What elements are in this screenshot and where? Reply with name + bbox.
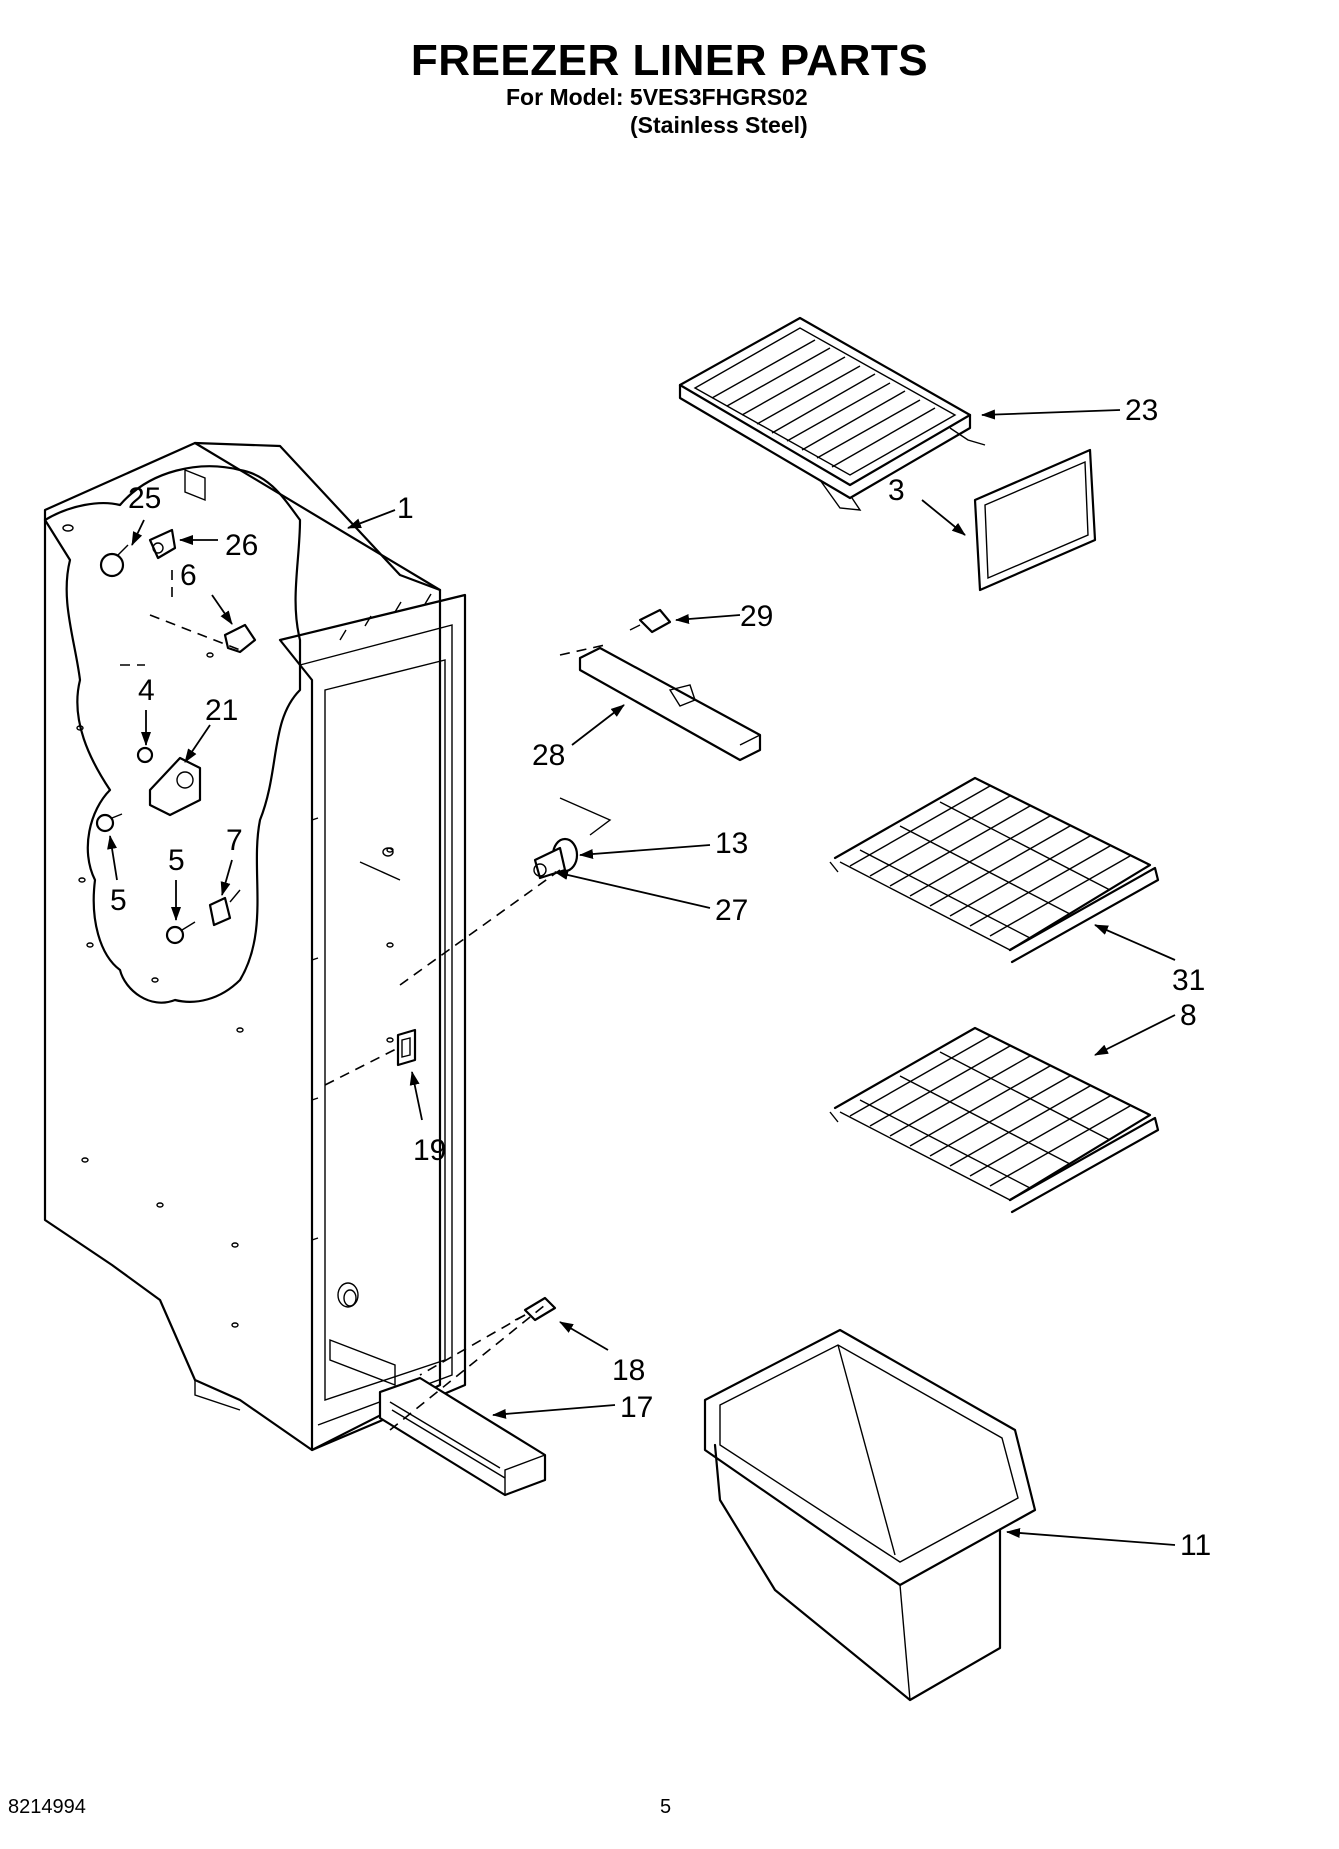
callout-31: 31 xyxy=(1172,964,1205,997)
page-number: 5 xyxy=(660,1796,672,1818)
screw-4 xyxy=(136,746,154,764)
bracket-7 xyxy=(208,889,241,927)
document-number: 8214994 xyxy=(8,1796,86,1818)
shelf-bracket-28 xyxy=(578,646,762,762)
callout-labels: 1 3 4 5 5 6 7 8 11 13 17 18 19 21 23 25 … xyxy=(110,394,1211,1562)
callout-28: 28 xyxy=(532,739,565,772)
freezer-shelf-23 xyxy=(678,316,986,511)
freezer-bin-11 xyxy=(703,1328,1037,1702)
thermostat-housing xyxy=(148,756,202,817)
callout-23: 23 xyxy=(1125,394,1158,427)
light-bulb xyxy=(99,544,129,578)
callout-29: 29 xyxy=(740,600,773,633)
freezer-liner xyxy=(43,441,467,1452)
mounting-pin-13 xyxy=(533,837,579,880)
light-socket xyxy=(148,528,177,560)
callout-18: 18 xyxy=(612,1354,645,1387)
callout-5-right: 5 xyxy=(168,844,185,877)
pin-location-line xyxy=(359,861,401,881)
screw-5a xyxy=(95,813,123,833)
wire-shelf-31 xyxy=(829,776,1160,964)
toe-grille-17 xyxy=(378,1376,547,1497)
callout-4: 4 xyxy=(138,674,155,707)
callout-7: 7 xyxy=(226,824,243,857)
wire-shelf-8 xyxy=(829,1026,1160,1214)
callout-13: 13 xyxy=(715,827,748,860)
page-title: FREEZER LINER PARTS xyxy=(410,36,929,85)
damper-switch xyxy=(396,1028,417,1067)
callout-17: 17 xyxy=(620,1391,653,1424)
callout-21: 21 xyxy=(205,694,238,727)
callout-19: 19 xyxy=(413,1134,446,1167)
callout-5-left: 5 xyxy=(110,884,127,917)
callout-27: 27 xyxy=(715,894,748,927)
screw-29 xyxy=(629,608,672,634)
glass-shelf-3 xyxy=(973,448,1097,592)
callout-8: 8 xyxy=(1180,999,1197,1032)
model-number: For Model: 5VES3FHGRS02 xyxy=(506,84,808,110)
leader-arrows xyxy=(107,409,1176,1546)
callout-26: 26 xyxy=(225,529,258,562)
screw-5b xyxy=(165,921,196,945)
pin-location-outline xyxy=(559,797,612,836)
callout-1: 1 xyxy=(397,492,414,525)
finish-label: (Stainless Steel) xyxy=(630,112,808,138)
assembly-lines xyxy=(120,570,606,1431)
callout-25: 25 xyxy=(128,482,161,515)
clip xyxy=(223,623,257,654)
callout-3: 3 xyxy=(888,474,905,507)
callout-11: 11 xyxy=(1180,1529,1211,1562)
callout-6: 6 xyxy=(180,559,197,592)
